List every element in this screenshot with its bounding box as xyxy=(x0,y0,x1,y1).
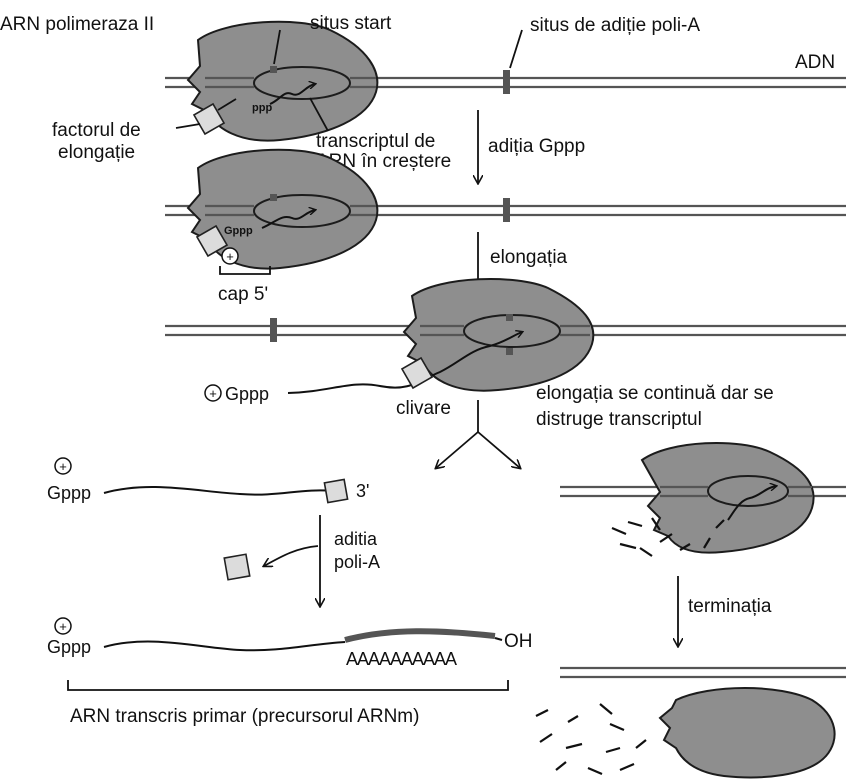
svg-text:+: + xyxy=(59,619,67,634)
label-termination: terminația xyxy=(688,596,772,617)
label-elongation-factor-1: factorul de xyxy=(52,120,141,141)
polya-site-marker xyxy=(503,70,510,94)
final-rna xyxy=(104,642,345,651)
svg-text:+: + xyxy=(226,249,234,264)
label-elongation-continues-1: elongația se continuă dar se xyxy=(536,383,774,404)
branch-termination: terminația xyxy=(536,443,846,777)
label-cap5: cap 5' xyxy=(218,284,268,305)
label-cleavage: clivare xyxy=(396,398,451,419)
label-ppp: ppp xyxy=(252,102,272,114)
label-polya-tail: AAAAAAAAAA xyxy=(346,649,457,669)
start-site-marker xyxy=(270,66,277,73)
polya-tail-band xyxy=(345,631,495,640)
stage-initiation: ARN polimeraza II situs start situs de a… xyxy=(0,13,846,183)
label-3prime: 3' xyxy=(356,481,369,501)
released-polymerase xyxy=(660,688,835,777)
label-dna: ADN xyxy=(795,52,835,73)
label-polya-site: situs de adiție poli-A xyxy=(530,15,700,36)
label-oh: OH xyxy=(504,631,533,652)
factor-on-3prime xyxy=(324,479,347,502)
label-polya-addition-1: aditia xyxy=(334,529,378,549)
label-gppp-cleaved: Gppp xyxy=(47,483,91,503)
label-primary-transcript: ARN transcris primar (precursorul ARNm) xyxy=(70,706,419,727)
label-elongation: elongația xyxy=(490,247,568,268)
arrow-fork-right xyxy=(478,432,520,468)
stage-cleavage: + Gppp clivare elongația se continuă dar… xyxy=(165,279,846,468)
arrow-factor-release xyxy=(264,546,318,566)
label-start-site: situs start xyxy=(310,13,392,34)
label-gppp-addition: adiția Gppp xyxy=(488,136,585,157)
label-growing-transcript-1: transcriptul de xyxy=(316,131,435,152)
label-rna-polymerase: ARN polimeraza II xyxy=(0,14,154,35)
svg-text:+: + xyxy=(59,459,67,474)
label-elongation-continues-2: distruge transcriptul xyxy=(536,409,702,430)
label-gppp-stage2: Gppp xyxy=(224,225,253,237)
released-fragments xyxy=(536,704,646,774)
start-site-marker-stage3 xyxy=(270,318,277,342)
svg-text:+: + xyxy=(209,386,217,401)
label-elongation-factor-2: elongație xyxy=(58,142,135,163)
label-gppp-final: Gppp xyxy=(47,637,91,657)
released-factor xyxy=(224,554,249,579)
primary-transcript-bracket xyxy=(68,680,508,690)
branch-polyadenylation: + Gppp 3' aditia poli-A + Gppp AAAAAAAAA… xyxy=(47,458,533,727)
label-polya-addition-2: poli-A xyxy=(334,552,380,572)
arrow-fork-left xyxy=(436,432,478,468)
cleaved-rna xyxy=(104,487,335,495)
label-gppp-stage3: Gppp xyxy=(225,384,269,404)
